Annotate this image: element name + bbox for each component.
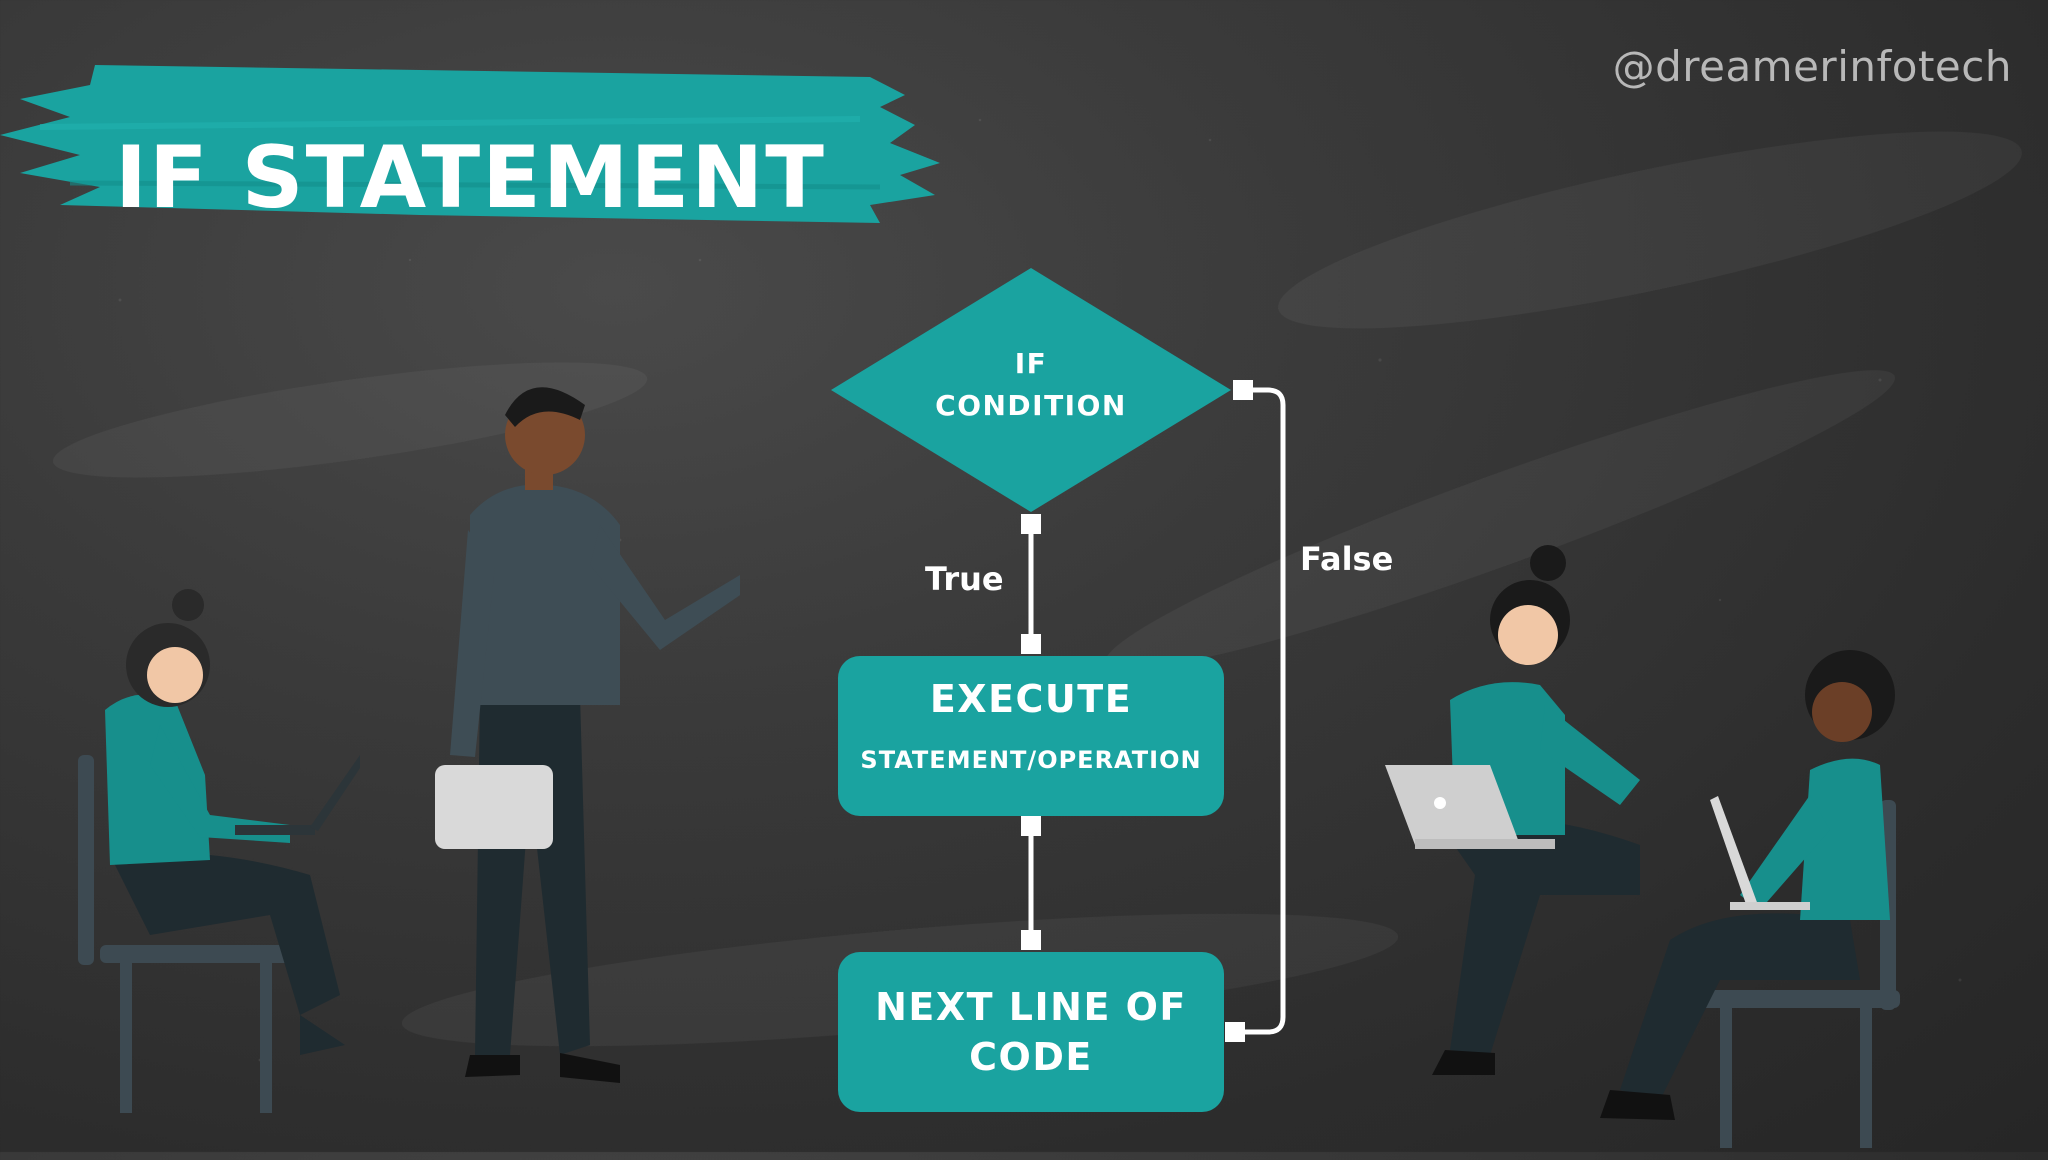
next-line-1: NEXT LINE OF <box>875 985 1187 1029</box>
woman-typing-laptop-icon <box>1385 545 1640 1075</box>
condition-label: IF CONDITION <box>911 343 1151 427</box>
watermark: @dreamerinfotech <box>1612 42 2012 91</box>
page-title: IF STATEMENT <box>115 128 826 228</box>
edge-false-label: False <box>1300 540 1394 578</box>
next-line-box <box>838 952 1224 1112</box>
woman-with-laptop-icon <box>78 589 360 1113</box>
condition-line-1: IF <box>1014 347 1048 380</box>
condition-line-2: CONDITION <box>935 389 1127 422</box>
execute-label: EXECUTE STATEMENT/OPERATION <box>838 675 1224 777</box>
connector-handle <box>1233 380 1253 400</box>
next-line-2: CODE <box>969 1035 1093 1079</box>
title-banner: IF STATEMENT <box>0 55 950 235</box>
connector-handle <box>1021 634 1041 654</box>
execute-box <box>838 656 1224 816</box>
condition-diamond <box>831 268 1231 512</box>
execute-heading: EXECUTE <box>929 677 1133 721</box>
connector-handle <box>1021 514 1041 534</box>
connector-handle <box>1225 1022 1245 1042</box>
connector-handle <box>1021 816 1041 836</box>
edge-false-connector <box>1235 387 1286 1035</box>
edge-true-label: True <box>925 560 1004 598</box>
connector-handle <box>1021 930 1041 950</box>
man-with-laptop-icon <box>1600 650 1900 1148</box>
execute-detail: STATEMENT/OPERATION <box>860 746 1202 774</box>
brush-stroke <box>0 65 940 223</box>
next-line-label: NEXT LINE OF CODE <box>838 982 1224 1082</box>
presenter-man-icon <box>435 387 740 1083</box>
